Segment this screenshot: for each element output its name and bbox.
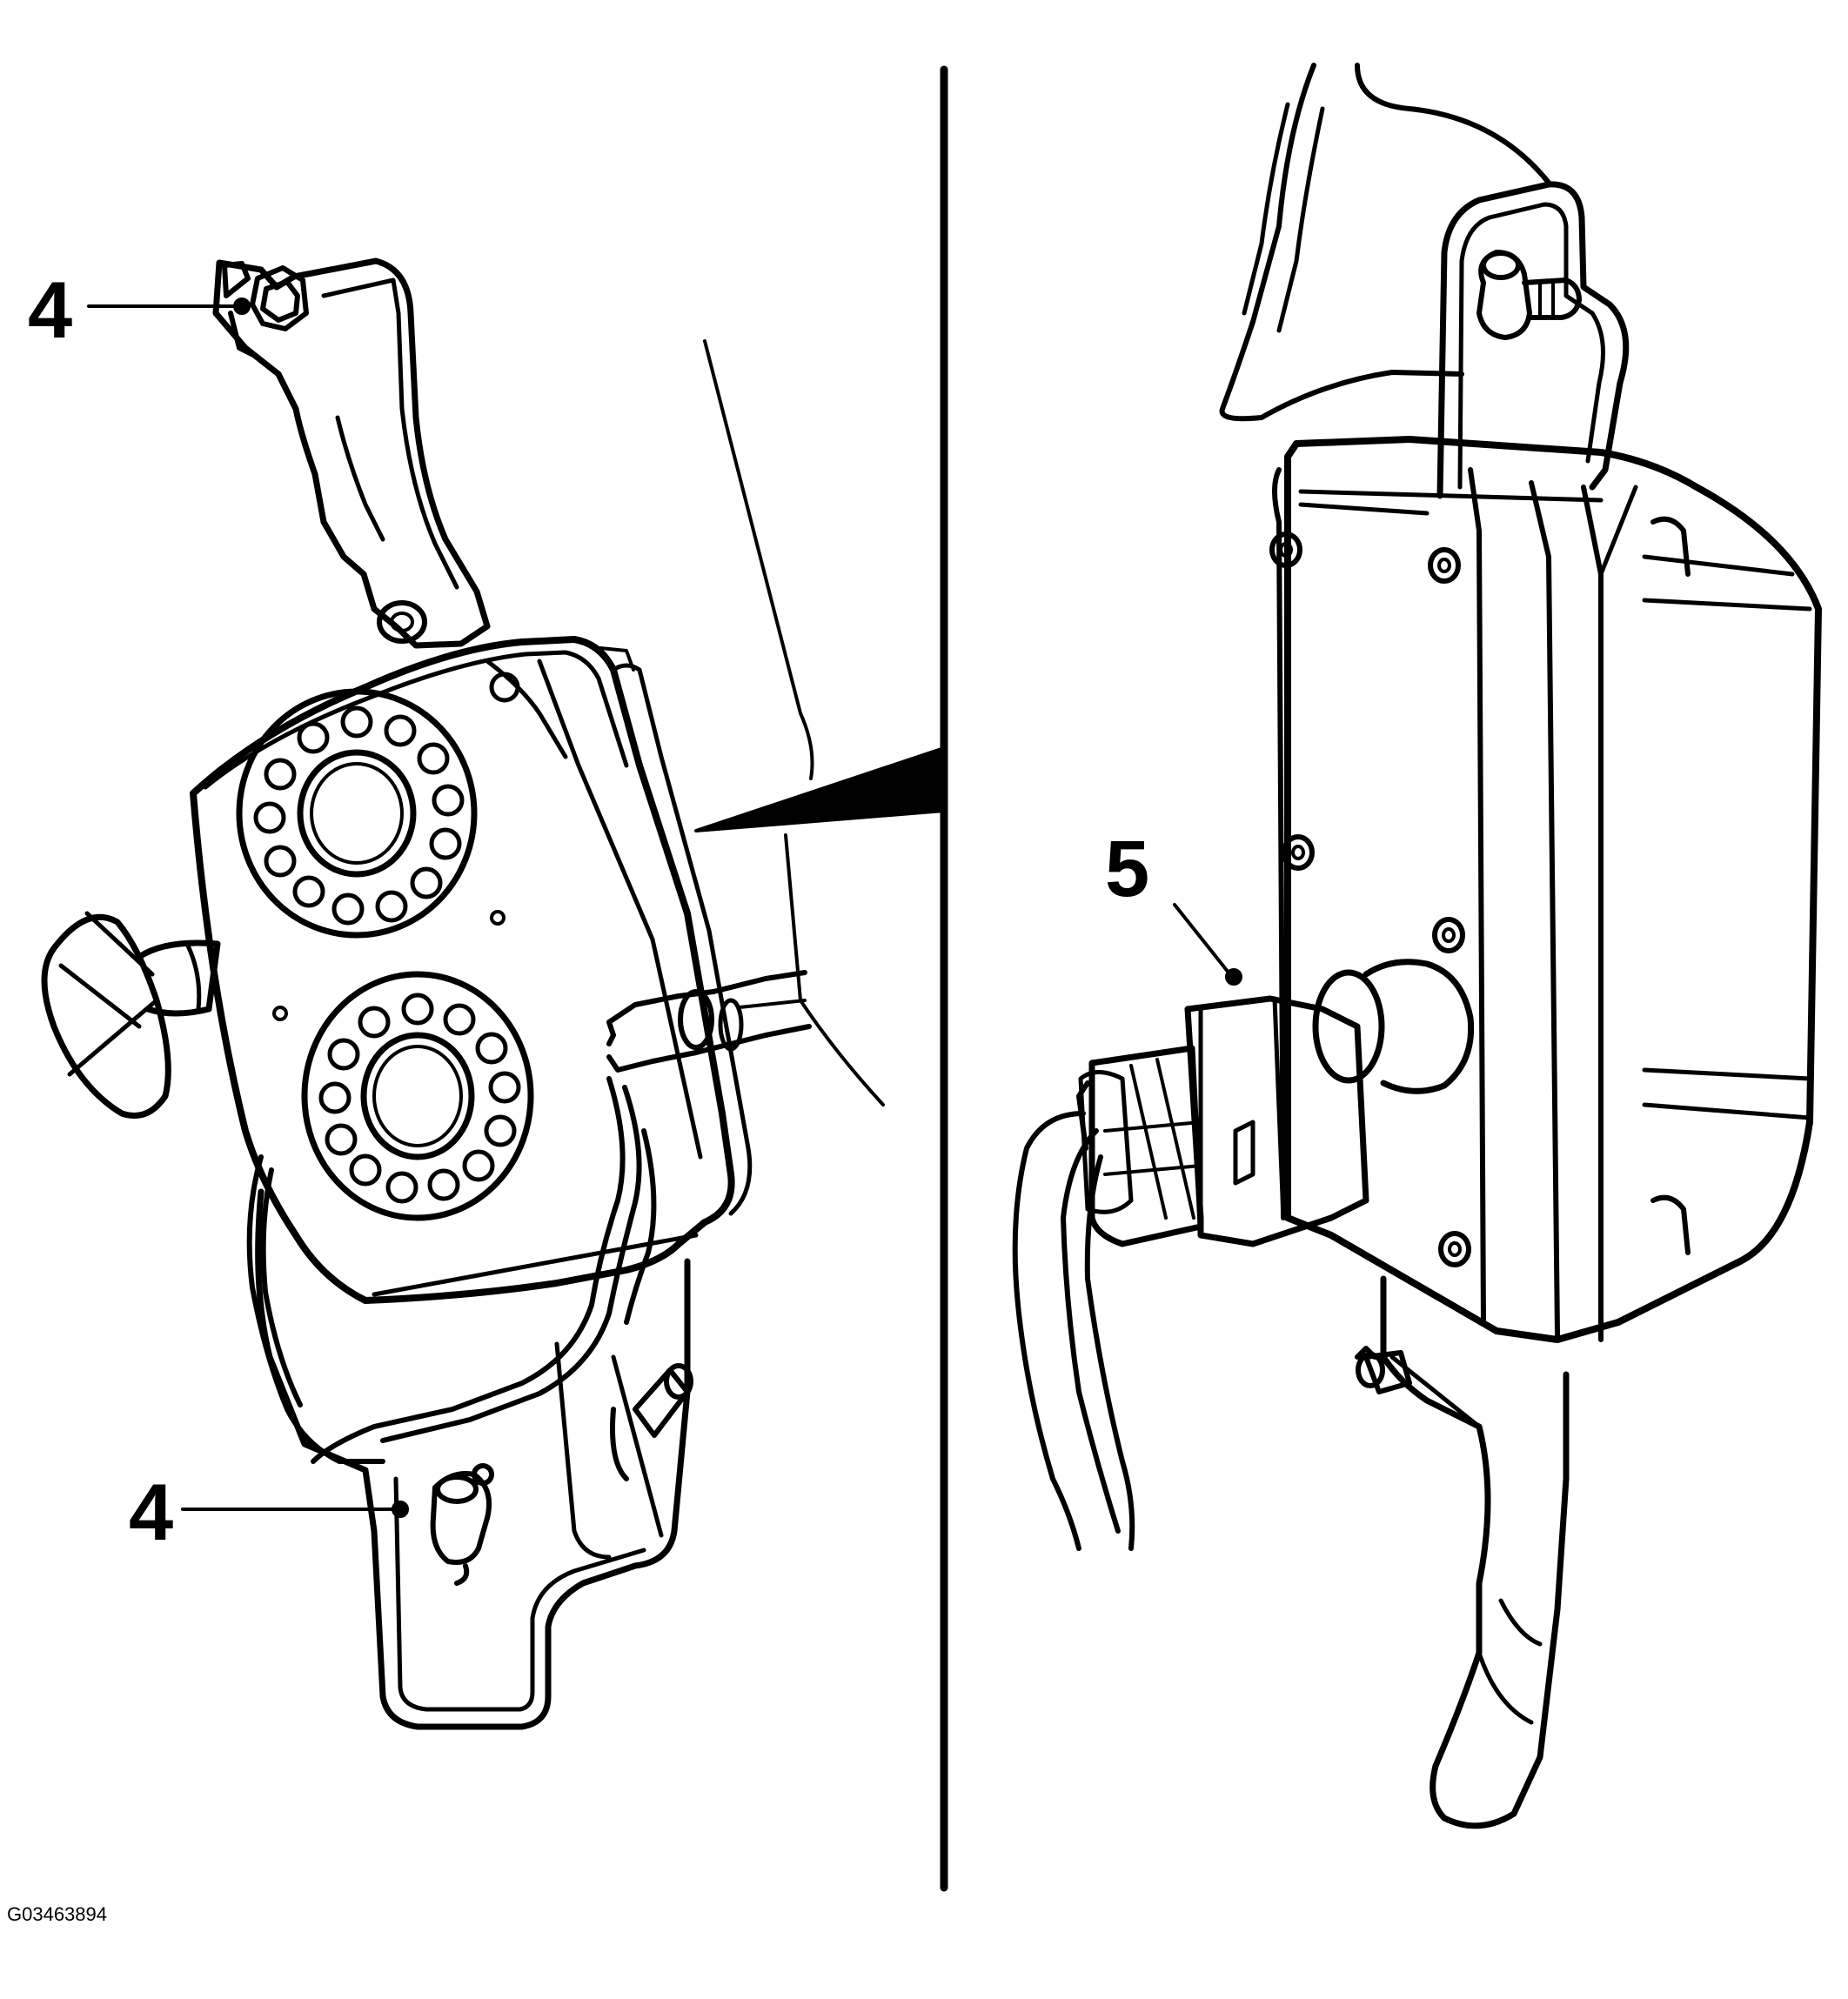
left-wiring-harness — [246, 970, 812, 1464]
right-view-control-module — [1012, 63, 1822, 1829]
callout-label-upper-4: 4 — [28, 266, 72, 355]
callout-leaders — [87, 298, 1242, 1518]
upper-fastener-nut — [222, 261, 309, 359]
housing-screw-hole — [489, 672, 520, 703]
callout-dot-5 — [1225, 968, 1242, 986]
bracket-stud-pin — [610, 1363, 693, 1481]
top-mounting-stud — [1476, 250, 1582, 340]
bracket-mounting-hole — [377, 600, 427, 644]
callout-dot-upper-4 — [233, 298, 251, 315]
module-top-bracket — [1436, 181, 1630, 499]
module-connector — [1078, 995, 1369, 1247]
callout-label-lower-4: 4 — [129, 1468, 173, 1557]
left-view-speaker-assembly — [41, 257, 946, 1730]
module-enclosure — [1284, 436, 1822, 1343]
lower-fastener-stud — [430, 1463, 494, 1586]
trim-panel-lines — [703, 339, 885, 1106]
callout-dot-lower-4 — [392, 1501, 409, 1518]
speaker-driver-upper — [236, 688, 478, 939]
module-bottom-bracket — [1380, 1275, 1570, 1829]
callout-leader-5 — [1173, 903, 1230, 974]
upper-trim-panel — [1219, 63, 1551, 422]
module-round-plug — [1312, 959, 1475, 1094]
module-screw-holes — [1269, 532, 1471, 1267]
upper-bracket — [212, 257, 491, 649]
figure-id: G03463894 — [7, 1903, 107, 1925]
speaker-driver-lower — [301, 971, 534, 1221]
side-mounting-knob — [41, 911, 221, 1119]
zoom-wedge — [694, 746, 946, 832]
right-wiring-harness — [1012, 1080, 1135, 1551]
speaker-housing — [190, 636, 735, 1304]
callout-label-5: 5 — [1105, 825, 1149, 913]
lower-bracket — [255, 1188, 691, 1730]
bottom-mounting-stud — [1355, 1346, 1412, 1394]
